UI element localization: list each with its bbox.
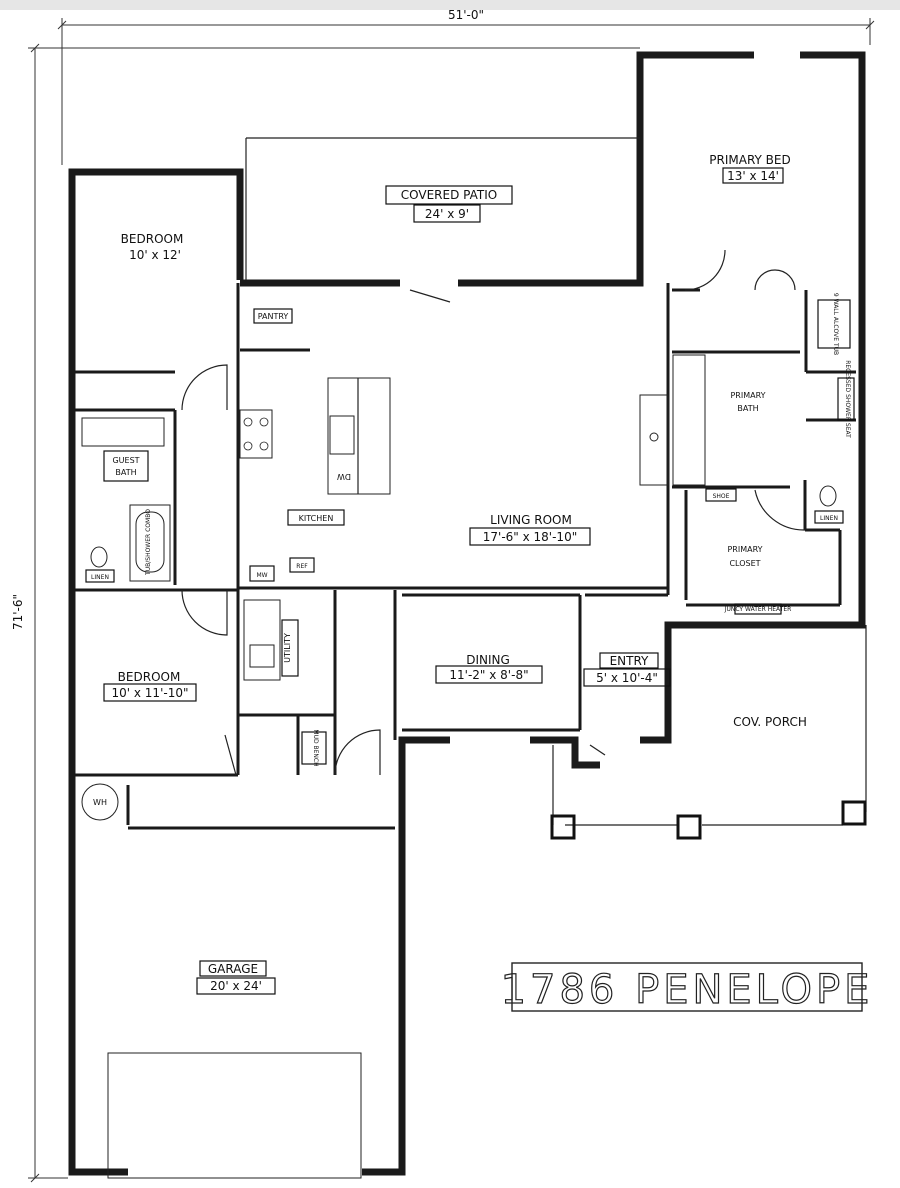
primary-bed-size: 13' x 14'	[727, 169, 779, 183]
dimension-depth: 71'-6"	[11, 43, 640, 1183]
room-bedroom-2: BEDROOM 10' x 11'-10"	[103, 670, 197, 702]
entry-label: ENTRY	[610, 654, 649, 668]
pantry-label: PANTRY	[258, 312, 289, 321]
shoe-label: SHOE	[713, 493, 730, 500]
room-entry: ENTRY 5' x 10'-4"	[583, 652, 671, 687]
mw-label: MW	[256, 572, 267, 579]
room-primary-closet: PRIMARY CLOSET JUNCY WATER HEATER	[724, 545, 792, 615]
primary-closet-label-1: PRIMARY	[727, 545, 762, 554]
dining-size: 11'-2" x 8'-8"	[449, 668, 528, 682]
mud-bench-label: MUD BENCH	[312, 729, 319, 766]
primary-bath-label-2: BATH	[737, 404, 758, 413]
guest-bath-label-2: BATH	[115, 468, 136, 477]
primary-closet-label-2: CLOSET	[729, 559, 760, 568]
tub-shower-label: TUB/SHOWER COMBO	[145, 509, 152, 576]
room-cov-porch: COV. PORCH	[550, 625, 867, 840]
plan-title: 1786 PENELOPE	[501, 967, 874, 1013]
bedroom-2-size: 10' x 11'-10"	[112, 686, 189, 700]
entry-size: 5' x 10'-4"	[596, 671, 658, 685]
interior-walls	[72, 283, 856, 830]
ref-label: REF	[296, 563, 308, 570]
alcove-tub-label: 9 WALL ALCOVE TUB	[832, 293, 839, 355]
door-swings	[181, 249, 806, 776]
living-room-size: 17'-6" x 18'-10"	[483, 530, 577, 544]
cov-porch-label: COV. PORCH	[733, 715, 807, 729]
scan-edge	[0, 0, 900, 10]
room-garage: GARAGE 20' x 24'	[107, 960, 362, 1179]
room-living-room: LIVING ROOM 17'-6" x 18'-10"	[469, 394, 669, 546]
garage-label: GARAGE	[208, 962, 258, 976]
garage-size: 20' x 24'	[210, 979, 262, 993]
depth-label: 71'-6"	[11, 594, 25, 630]
width-label: 51'-0"	[448, 8, 484, 22]
dining-label: DINING	[466, 653, 510, 667]
guest-bath-label-1: GUEST	[112, 456, 139, 465]
room-primary-bed: PRIMARY BED 13' x 14'	[709, 153, 791, 184]
room-shoe: SHOE	[705, 488, 737, 502]
room-pantry: PANTRY	[253, 308, 293, 324]
room-utility: UTILITY	[243, 599, 299, 681]
room-mud-bench: MUD BENCH	[301, 729, 327, 767]
dw-label: DW	[337, 472, 351, 481]
room-covered-patio: COVERED PATIO 24' x 9'	[385, 185, 513, 223]
utility-label: UTILITY	[283, 633, 292, 663]
room-kitchen: KITCHEN DW MW REF	[239, 377, 391, 582]
dimension-width: 51'-0"	[57, 8, 875, 165]
plan-title-block: 1786 PENELOPE	[500, 962, 874, 1014]
room-water-heater: WH	[81, 783, 119, 821]
room-guest-bath: GUEST BATH TUB/SHOWER COMBO LINEN	[81, 417, 171, 583]
bedroom-1-size: 10' x 12'	[129, 248, 181, 262]
linen-primary-label: LINEN	[820, 515, 838, 522]
room-dining: DINING 11'-2" x 8'-8"	[435, 653, 543, 684]
room-linen-primary: LINEN	[814, 485, 844, 524]
exterior-walls	[68, 51, 866, 1176]
bedroom-2-label: BEDROOM	[118, 670, 181, 684]
wh-label: WH	[93, 798, 107, 807]
room-primary-bath: PRIMARY BATH 9 WALL ALCOVE TUB RECESSED …	[672, 293, 855, 486]
linen-guest-label: LINEN	[91, 574, 109, 581]
covered-patio-size: 24' x 9'	[425, 207, 469, 221]
shower-seat-label: RECESSED SHOWER SEAT	[844, 360, 851, 438]
water-heater-note: JUNCY WATER HEATER	[724, 606, 792, 613]
bedroom-1-label: BEDROOM	[121, 232, 184, 246]
primary-bath-label-1: PRIMARY	[730, 391, 765, 400]
covered-patio-label: COVERED PATIO	[401, 188, 497, 202]
kitchen-label: KITCHEN	[299, 514, 334, 523]
primary-bed-label: PRIMARY BED	[709, 153, 790, 167]
room-bedroom-1: BEDROOM 10' x 12'	[121, 232, 184, 262]
living-room-label: LIVING ROOM	[490, 513, 572, 527]
